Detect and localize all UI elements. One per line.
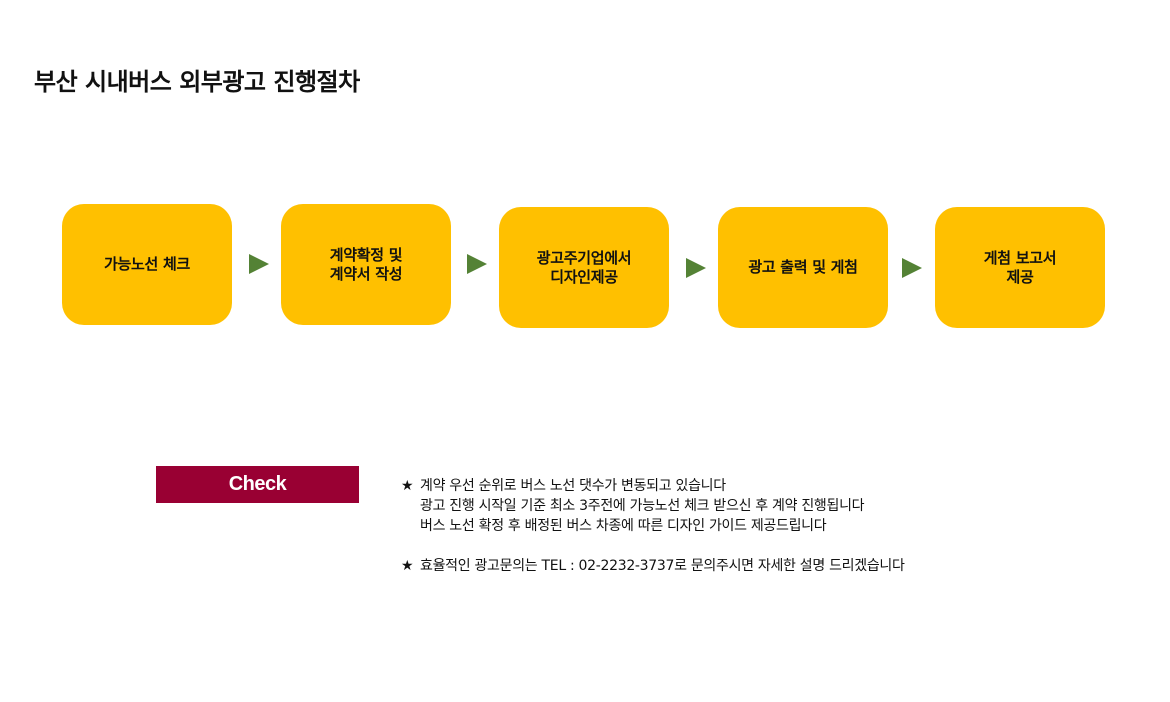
arrow-right-icon [467,254,487,274]
page-title: 부산 시내버스 외부광고 진행절차 [34,68,360,96]
note-line: ★ 효율적인 광고문의는 TEL : 02-2232-3737로 문의주시면 자세… [401,556,1141,576]
step-box-design: 광고주기업에서 디자인제공 [499,207,669,328]
arrow-right-icon [249,254,269,274]
note-block-schedule: ★ 계약 우선 순위로 버스 노선 댓수가 변동되고 있습니다 광고 진행 시작일… [401,476,1141,536]
step-label: 광고주기업에서 디자인제공 [536,248,632,286]
notes-section: ★ 계약 우선 순위로 버스 노선 댓수가 변동되고 있습니다 광고 진행 시작일… [401,476,1141,596]
note-line: ★ 계약 우선 순위로 버스 노선 댓수가 변동되고 있습니다 [401,476,1141,496]
note-line: 광고 진행 시작일 기준 최소 3주전에 가능노선 체크 받으신 후 계약 진행… [420,498,865,514]
star-icon: ★ [401,558,414,574]
check-banner: Check [156,466,359,503]
step-box-route-check: 가능노선 체크 [62,204,232,325]
note-text: 효율적인 광고문의는 TEL : 02-2232-3737로 문의주시면 자세한… [420,558,905,574]
note-block-contact: ★ 효율적인 광고문의는 TEL : 02-2232-3737로 문의주시면 자세… [401,556,1141,576]
step-box-print-post: 광고 출력 및 게첨 [718,207,888,328]
note-line: 버스 노선 확정 후 배정된 버스 차종에 따른 디자인 가이드 제공드립니다 [420,518,827,534]
arrow-right-icon [902,258,922,278]
note-text: 계약 우선 순위로 버스 노선 댓수가 변동되고 있습니다 [420,478,726,494]
step-box-contract: 계약확정 및 계약서 작성 [281,204,451,325]
step-label: 가능노선 체크 [104,255,190,273]
step-label: 계약확정 및 계약서 작성 [329,245,403,283]
arrow-right-icon [686,258,706,278]
step-box-report: 게첨 보고서 제공 [935,207,1105,328]
step-label: 게첨 보고서 제공 [983,248,1057,286]
step-label: 광고 출력 및 게첨 [748,258,858,276]
star-icon: ★ [401,478,414,494]
